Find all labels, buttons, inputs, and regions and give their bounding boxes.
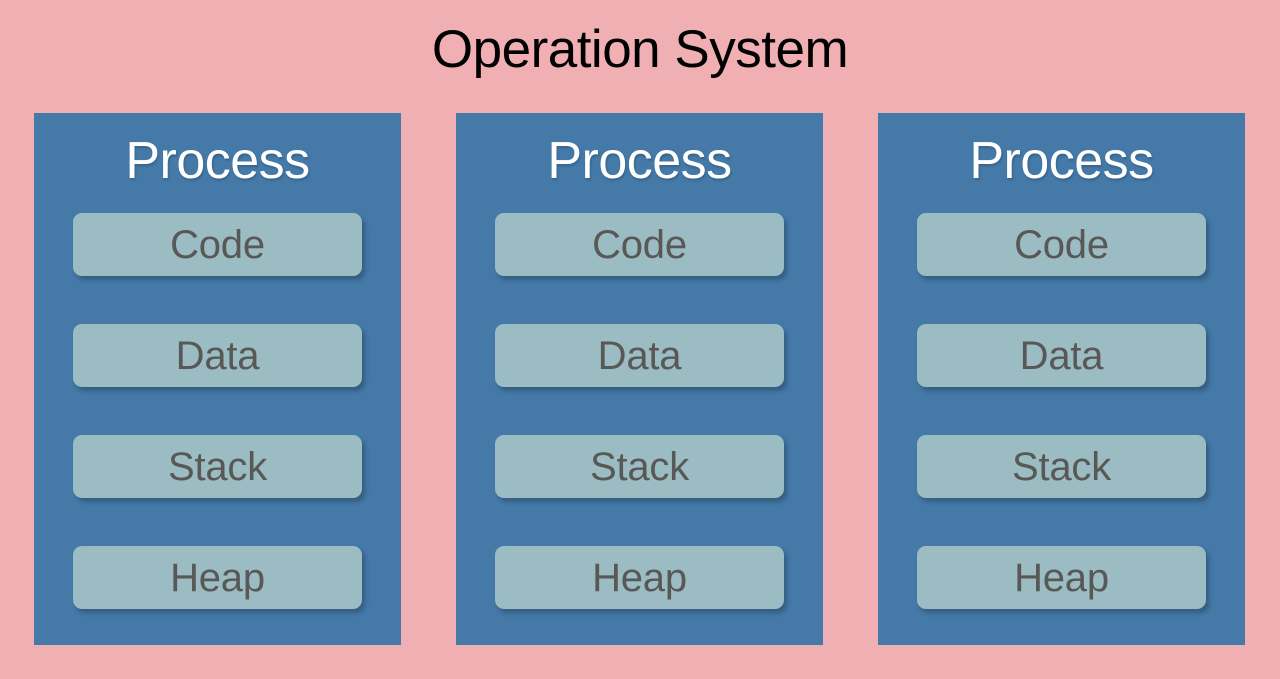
memory-segment-label: Stack [589, 444, 690, 489]
memory-segment-heap: Heap [73, 546, 362, 609]
process-panel-2: Process Code Data Stack Heap [456, 113, 823, 645]
memory-segment-code: Code [73, 213, 362, 276]
process-panel-1: Process Code Data Stack Heap [34, 113, 401, 645]
memory-segment-label: Stack [1011, 444, 1112, 489]
memory-segment-data: Data [495, 324, 784, 387]
memory-segment-label: Code [592, 222, 687, 267]
process-panel-3: Process Code Data Stack Heap [878, 113, 1245, 645]
memory-segment-data: Data [917, 324, 1206, 387]
memory-segment-stack: Stack [495, 435, 784, 498]
memory-segment-label: Data [597, 333, 682, 378]
process-panel-title: Process [125, 132, 310, 190]
diagram-title: Operation System [431, 20, 849, 79]
memory-segment-label: Heap [170, 555, 265, 600]
process-panel-title: Process [547, 132, 732, 190]
memory-segment-label: Data [175, 333, 260, 378]
memory-segment-code: Code [495, 213, 784, 276]
memory-segment-label: Code [170, 222, 265, 267]
memory-segment-data: Data [73, 324, 362, 387]
memory-segment-code: Code [917, 213, 1206, 276]
memory-segment-heap: Heap [917, 546, 1206, 609]
memory-segment-stack: Stack [73, 435, 362, 498]
memory-segment-label: Data [1019, 333, 1104, 378]
memory-segment-list: Code Data Stack Heap [917, 213, 1206, 609]
memory-segment-heap: Heap [495, 546, 784, 609]
memory-segment-list: Code Data Stack Heap [73, 213, 362, 609]
memory-segment-label: Heap [1014, 555, 1109, 600]
memory-segment-label: Stack [167, 444, 268, 489]
process-panel-title: Process [969, 132, 1154, 190]
process-row: Process Code Data Stack Heap Process [34, 113, 1245, 645]
memory-segment-label: Heap [592, 555, 687, 600]
memory-segment-list: Code Data Stack Heap [495, 213, 784, 609]
memory-segment-stack: Stack [917, 435, 1206, 498]
memory-segment-label: Code [1014, 222, 1109, 267]
